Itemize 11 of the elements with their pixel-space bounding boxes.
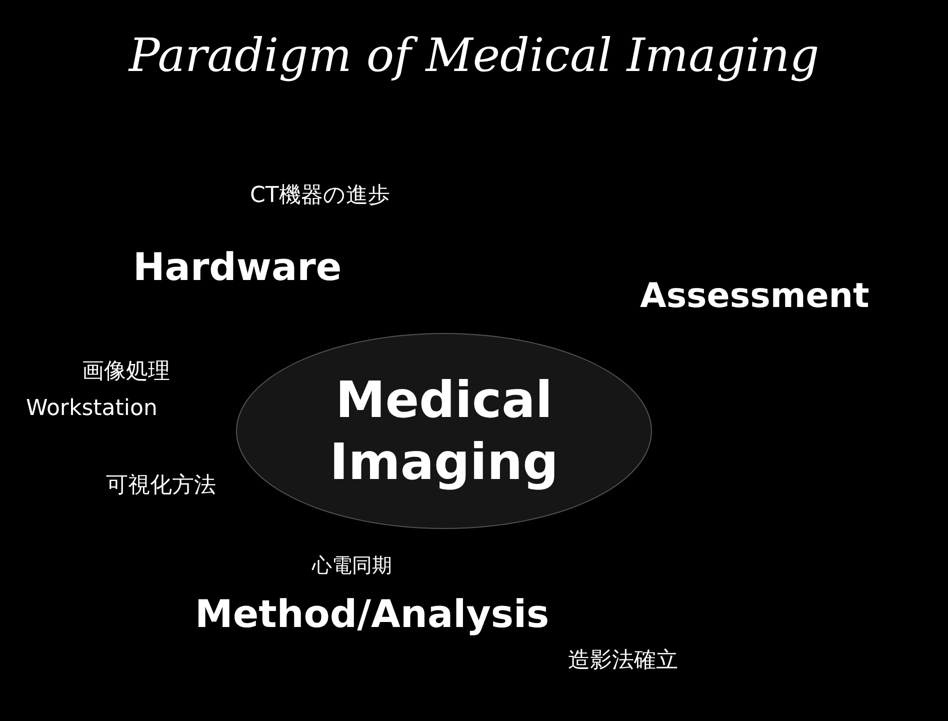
topic-label: 可視化方法: [106, 472, 216, 500]
category-label: Method/Analysis: [195, 592, 550, 636]
ellipse-label: Medical Imaging: [328, 370, 560, 493]
topic-label: 心電同期: [312, 552, 392, 579]
topic-label: 画像処理: [82, 358, 170, 386]
topic-label: Workstation: [26, 396, 158, 421]
category-label: Assessment: [640, 276, 870, 316]
topic-label: 造影法確立: [568, 647, 678, 675]
slide-title: Paradigm of Medical Imaging: [127, 28, 820, 82]
category-label: Hardware: [133, 245, 342, 289]
topic-label: CT機器の進歩: [250, 182, 390, 210]
